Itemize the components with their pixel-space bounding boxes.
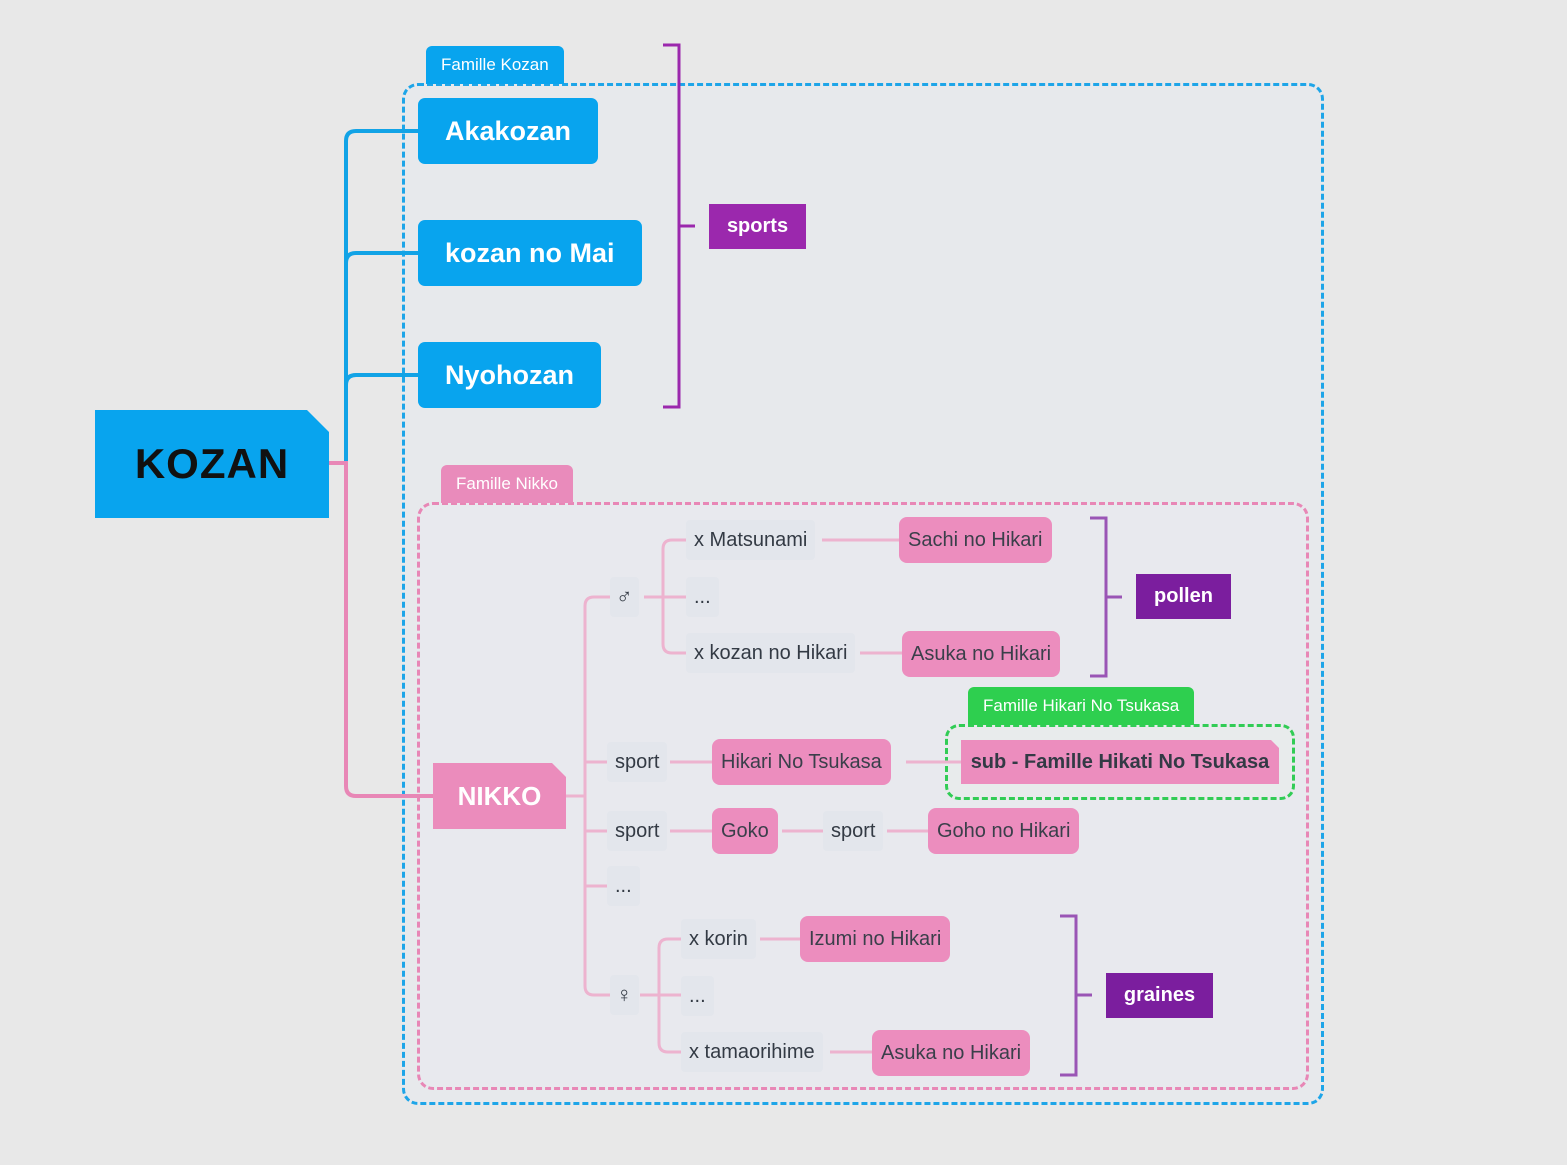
summary-pollen[interactable]: pollen [1136, 574, 1231, 619]
boundary-title-nikko[interactable]: Famille Nikko [441, 465, 574, 503]
label-male-ellipsis[interactable]: ... [686, 577, 719, 617]
summary-sports[interactable]: sports [709, 204, 806, 249]
root-topic-kozan[interactable]: KOZAN [95, 410, 329, 518]
label-x-kozan-no-hikari[interactable]: x kozan no Hikari [686, 633, 856, 673]
topic-goho-no-hikari[interactable]: Goho no Hikari [928, 808, 1080, 854]
summary-graines[interactable]: graines [1106, 973, 1213, 1018]
topic-hikari-no-tsukasa[interactable]: Hikari No Tsukasa [712, 739, 891, 785]
topic-asuka-no-hikari-female[interactable]: Asuka no Hikari [872, 1030, 1031, 1076]
topic-asuka-no-hikari-male[interactable]: Asuka no Hikari [902, 631, 1061, 677]
label-sport-1[interactable]: sport [607, 742, 668, 782]
topic-nikko[interactable]: NIKKO [433, 763, 566, 829]
female-symbol[interactable]: ♀ [610, 975, 639, 1015]
male-symbol[interactable]: ♂ [610, 577, 639, 617]
topic-goko[interactable]: Goko [712, 808, 778, 854]
label-x-matsunami[interactable]: x Matsunami [686, 520, 816, 560]
topic-izumi-no-hikari[interactable]: Izumi no Hikari [800, 916, 951, 962]
label-female-ellipsis[interactable]: ... [681, 976, 714, 1016]
sub-famille-label: sub - Famille Hikati No Tsukasa [970, 750, 1270, 773]
label-sport-goko[interactable]: sport [823, 811, 884, 851]
label-x-tamaorihime[interactable]: x tamaorihime [681, 1032, 823, 1072]
boundary-title-hikari[interactable]: Famille Hikari No Tsukasa [968, 687, 1195, 725]
label-sport-2[interactable]: sport [607, 811, 668, 851]
topic-sachi-no-hikari[interactable]: Sachi no Hikari [899, 517, 1052, 563]
boundary-title-kozan[interactable]: Famille Kozan [426, 46, 564, 84]
root-label: KOZAN [134, 440, 290, 487]
topic-akakozan[interactable]: Akakozan [418, 98, 599, 164]
nikko-label: NIKKO [457, 780, 542, 811]
label-nikko-ellipsis[interactable]: ... [607, 866, 640, 906]
label-x-korin[interactable]: x korin [681, 919, 756, 959]
topic-kozan-no-mai[interactable]: kozan no Mai [418, 220, 642, 286]
topic-sub-famille-hikati[interactable]: sub - Famille Hikati No Tsukasa [961, 740, 1279, 784]
topic-nyohozan[interactable]: Nyohozan [418, 342, 602, 408]
